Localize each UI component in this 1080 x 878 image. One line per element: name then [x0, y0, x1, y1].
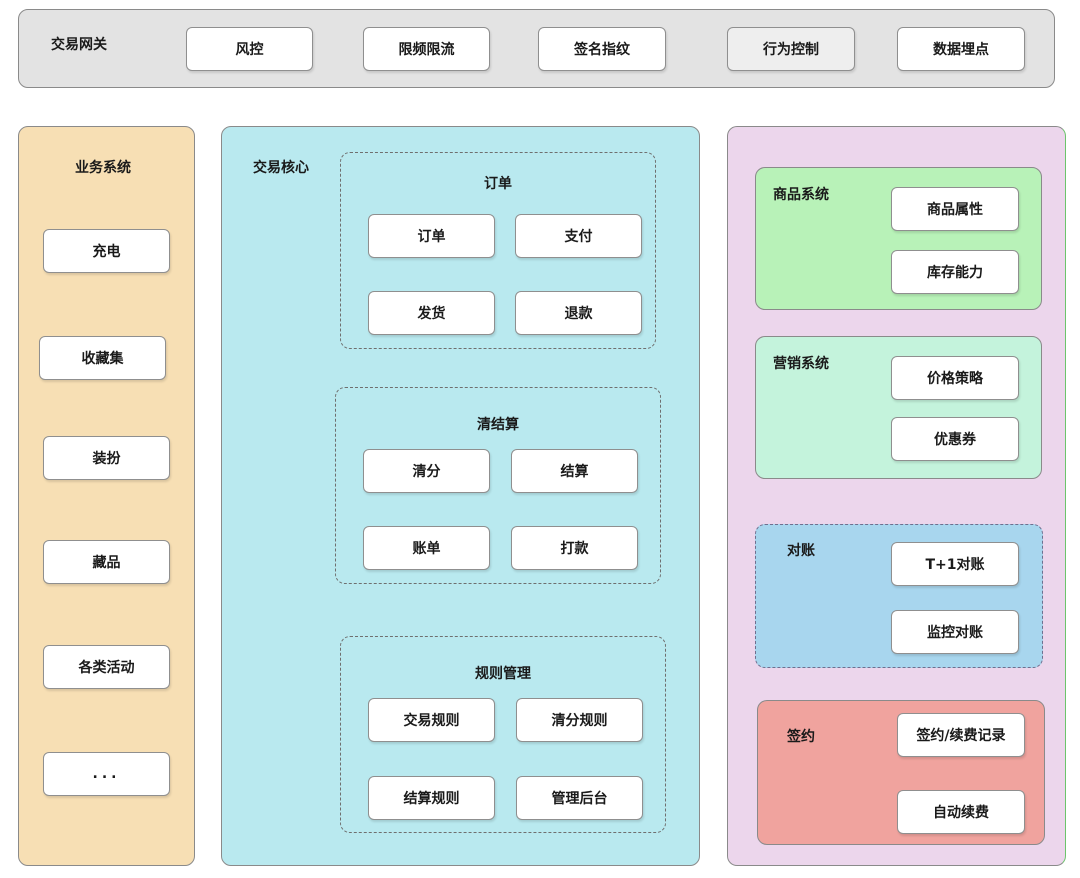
order-item-pay: 支付 [515, 214, 642, 258]
settlement-item-bill: 账单 [363, 526, 490, 570]
rules-group: 规则管理 [340, 636, 666, 833]
business-item-more: ... [43, 752, 170, 796]
order-group: 订单 [340, 152, 656, 349]
order-item-order: 订单 [368, 214, 495, 258]
marketing-title: 营销系统 [773, 356, 829, 372]
gateway-title: 交易网关 [51, 37, 107, 53]
marketing-item-pricing: 价格策略 [891, 356, 1019, 400]
goods-item-inventory: 库存能力 [891, 250, 1019, 294]
business-title: 业务系统 [75, 160, 131, 176]
marketing-item-coupon: 优惠券 [891, 417, 1019, 461]
business-item-collectible: 藏品 [43, 540, 170, 584]
gateway-item-behavior: 行为控制 [727, 27, 855, 71]
gateway-item-tracking: 数据埋点 [897, 27, 1025, 71]
order-item-ship: 发货 [368, 291, 495, 335]
reconcile-item-t1: T+1对账 [891, 542, 1019, 586]
reconcile-item-monitor: 监控对账 [891, 610, 1019, 654]
order-item-refund: 退款 [515, 291, 642, 335]
gateway-item-signature: 签名指纹 [538, 27, 666, 71]
business-item-collection: 收藏集 [39, 336, 166, 380]
reconcile-title: 对账 [787, 543, 815, 559]
contract-title: 签约 [787, 729, 815, 745]
settlement-item-settle: 结算 [511, 449, 638, 493]
business-item-activities: 各类活动 [43, 645, 170, 689]
contract-item-records: 签约/续费记录 [897, 713, 1025, 757]
core-title: 交易核心 [253, 160, 309, 176]
rules-group-title: 规则管理 [475, 666, 531, 682]
rules-item-clearing: 清分规则 [516, 698, 643, 742]
settlement-group-title: 清结算 [477, 417, 519, 433]
business-item-dressup: 装扮 [43, 436, 170, 480]
goods-item-attributes: 商品属性 [891, 187, 1019, 231]
settlement-item-clearing: 清分 [363, 449, 490, 493]
gateway-item-risk: 风控 [186, 27, 313, 71]
business-item-charge: 充电 [43, 229, 170, 273]
settlement-item-payout: 打款 [511, 526, 638, 570]
order-group-title: 订单 [484, 176, 512, 192]
rules-item-trade: 交易规则 [368, 698, 495, 742]
rules-item-admin: 管理后台 [516, 776, 643, 820]
settlement-group: 清结算 [335, 387, 661, 584]
goods-title: 商品系统 [773, 187, 829, 203]
contract-item-autorenew: 自动续费 [897, 790, 1025, 834]
gateway-item-rate-limit: 限频限流 [363, 27, 490, 71]
rules-item-settle: 结算规则 [368, 776, 495, 820]
